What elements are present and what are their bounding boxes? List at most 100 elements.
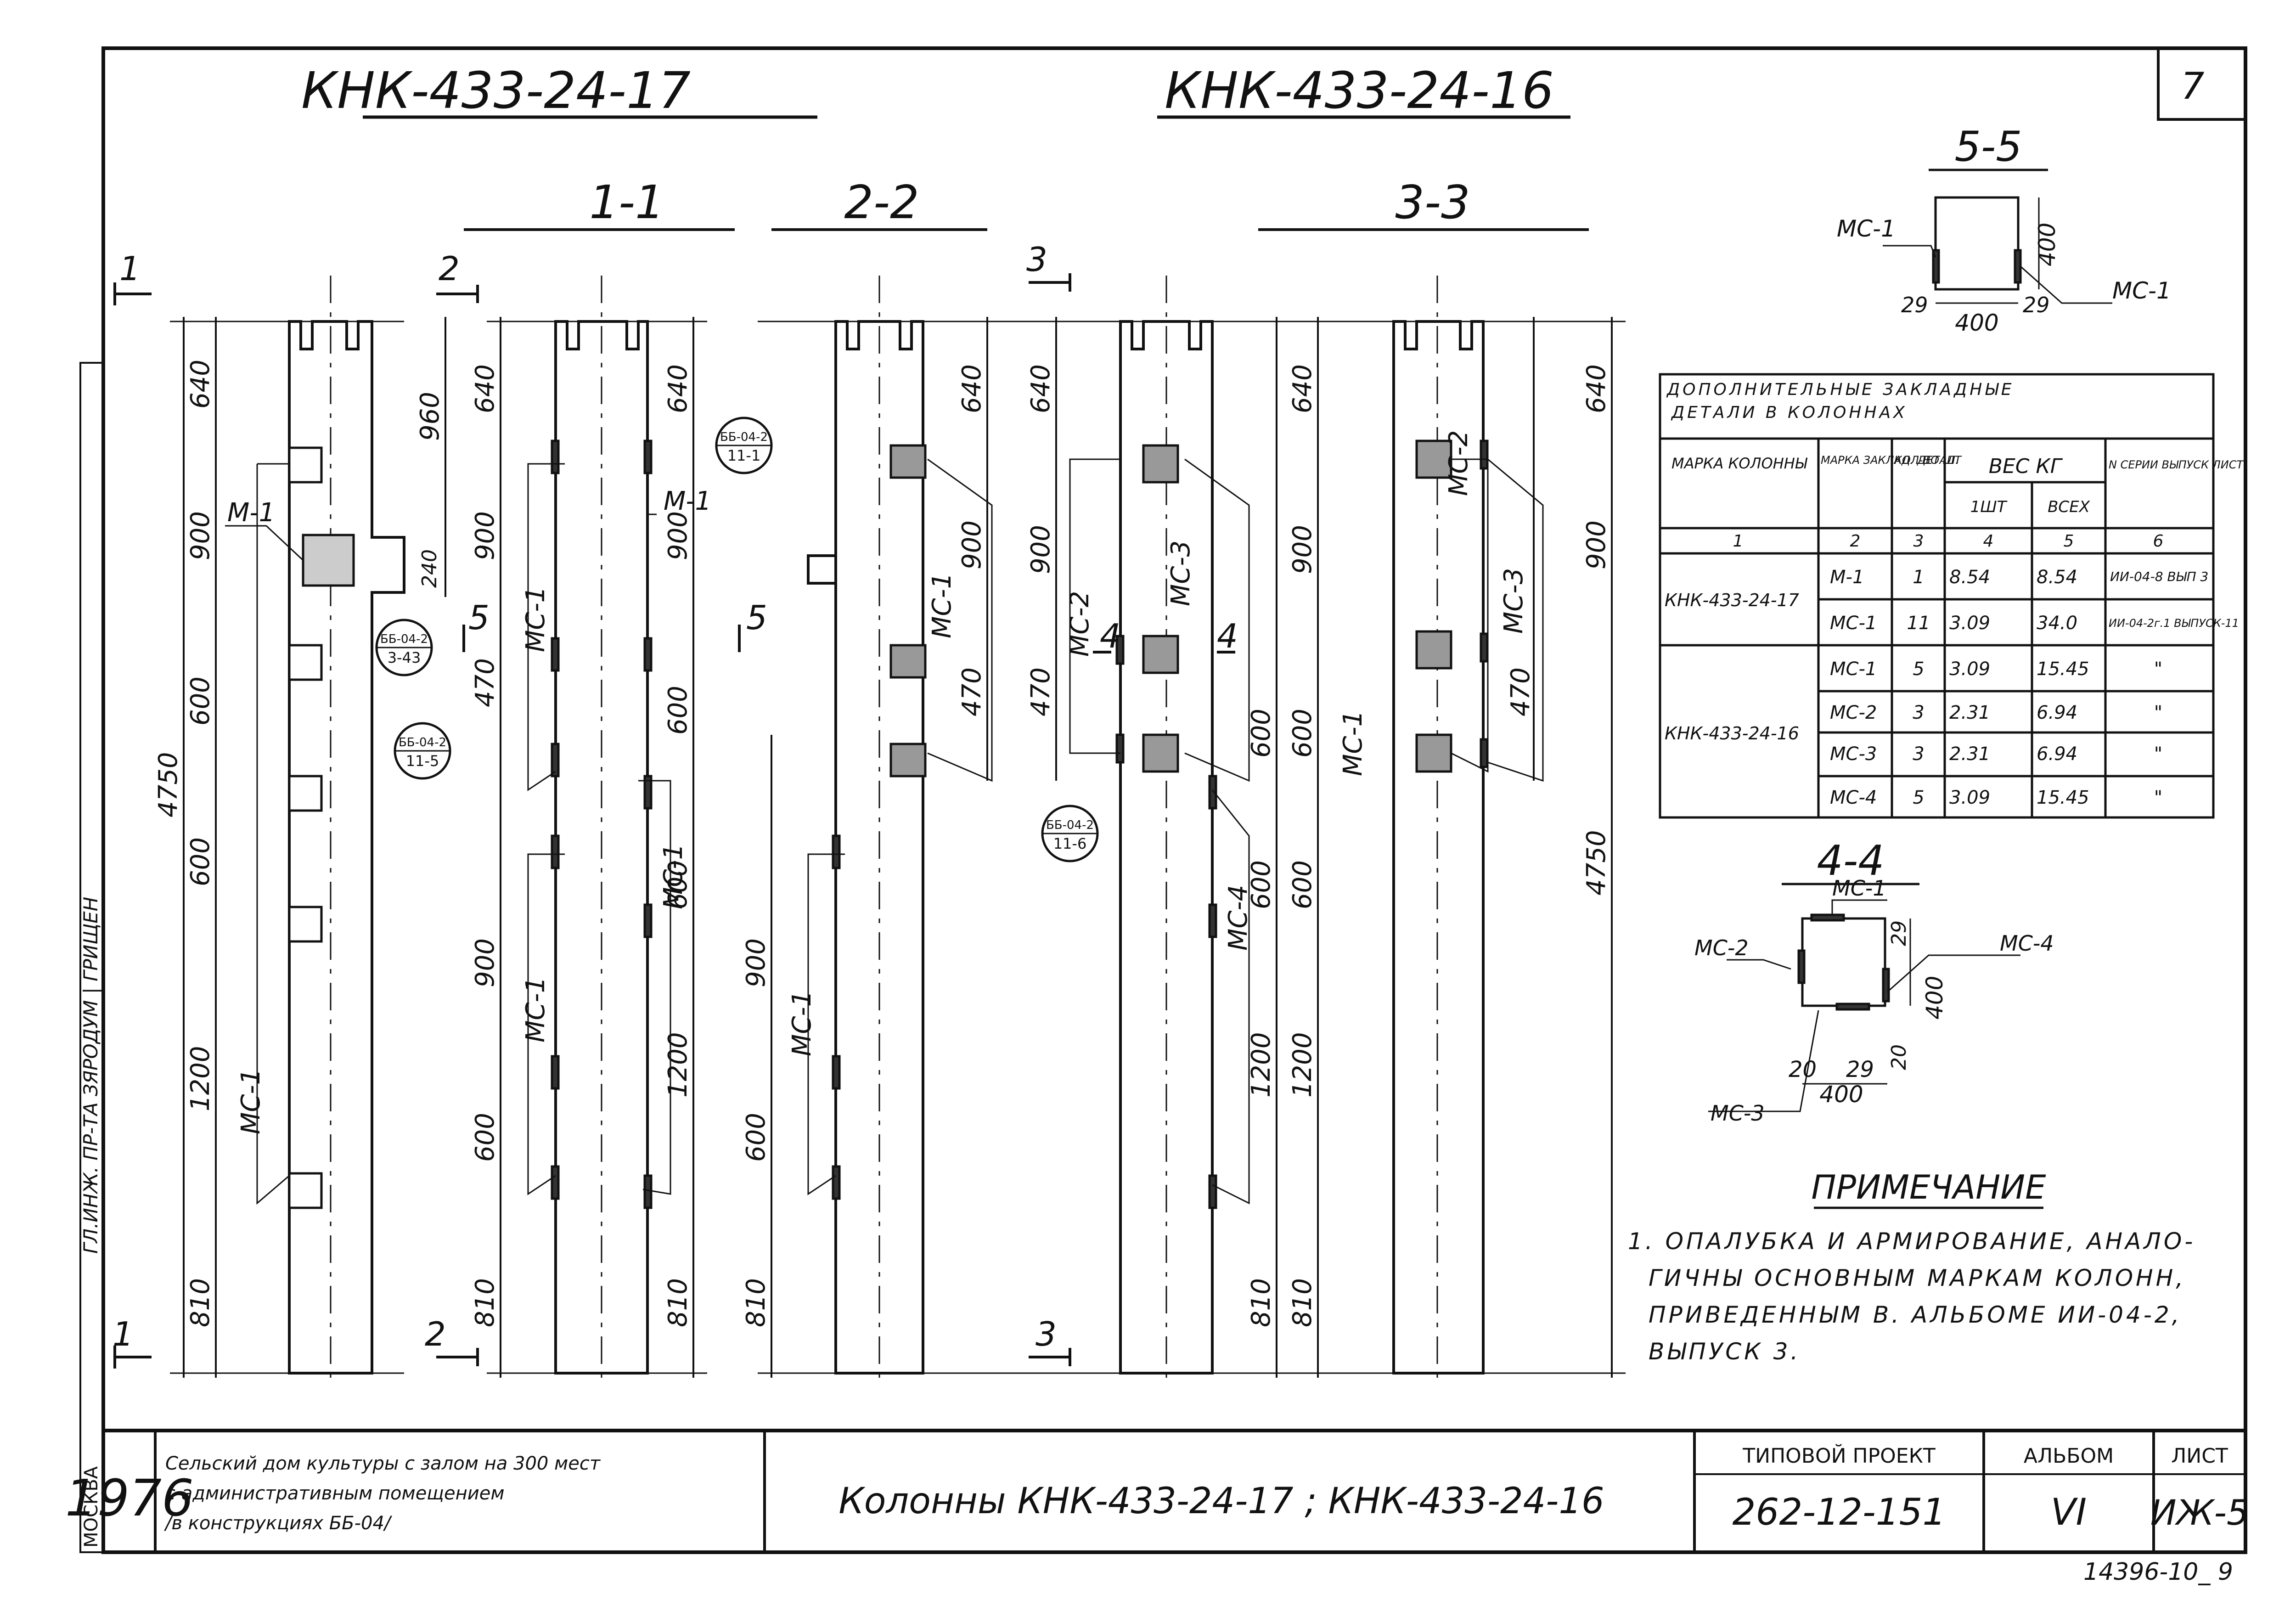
table-col-number: 6: [2153, 532, 2164, 551]
table-row-series: ": [2154, 702, 2162, 723]
table-row-w1: 2.31: [1949, 702, 1990, 723]
ref-bubble-1-top: ББ-04-2: [720, 430, 768, 444]
table-row-count: 3: [1913, 744, 1924, 765]
table-row-wall: 15.45: [2037, 787, 2089, 808]
label-mc1: МС-1: [658, 844, 688, 909]
section-title-3-3: 3-3: [1395, 175, 1470, 229]
table-header-w1: 1ШТ: [1970, 498, 2008, 516]
reference-bubble-texts: ББ-04-2 11-1 ББ-04-2 3-43 ББ-04-2 11-5 Б…: [380, 430, 1094, 852]
dim-900: 900: [741, 938, 771, 987]
embedded-plates: [288, 439, 1489, 1209]
cut-labels: 1 1 2 2 3 3 4 4 5 5: [113, 240, 1238, 1353]
dim-overall-height: 4750: [1581, 830, 1611, 896]
dim-810: 810: [470, 1278, 500, 1327]
plate: [288, 1172, 323, 1209]
column-headers: КНК-433-24-17 КНК-433-24-16: [301, 61, 1570, 120]
cut-label-1: 1: [113, 1315, 134, 1353]
s44-left: МС-2: [1694, 935, 1749, 960]
sheet-number: 7: [2181, 65, 2205, 107]
dim-640: 640: [1288, 364, 1317, 413]
table-row-count: 3: [1913, 702, 1924, 723]
dim-470: 470: [1506, 667, 1536, 716]
label-mc1: МС-1: [1338, 710, 1368, 776]
dim-640: 640: [1581, 364, 1611, 413]
s44-dim-20b: 20: [1887, 1044, 1911, 1070]
table-col-number: 5: [2064, 532, 2074, 551]
title-project-line-3: /в конструкциях ББ-04/: [164, 1513, 393, 1534]
dim-1200: 1200: [186, 1046, 215, 1111]
label-m1: М-1: [227, 498, 275, 528]
table-header-series: N СЕРИИ ВЫПУСК ЛИСТ: [2109, 458, 2244, 471]
title-block: 1976 Сельский дом культуры с залом на 30…: [65, 1443, 2249, 1534]
dim-470: 470: [957, 667, 987, 716]
table-col-number: 1: [1733, 532, 1744, 551]
header-right-mark: КНК-433-24-16: [1165, 61, 1554, 120]
dim-810: 810: [741, 1278, 771, 1327]
table-row-wall: 34.0: [2037, 613, 2077, 634]
dim-810: 810: [1288, 1278, 1317, 1327]
table-row-series: ": [2154, 744, 2162, 765]
side-strip: ГЛ.ИНЖ. ПР-ТА ЗЯРОДУМ | ГРИЩЕН МОСКВА: [79, 362, 104, 1553]
label-mc3: МС-3: [1166, 541, 1196, 606]
table-row-series: ": [2154, 659, 2162, 680]
table-row-detail: МС-2: [1830, 702, 1877, 723]
plate: [288, 644, 323, 681]
title-album-value: VI: [2051, 1491, 2087, 1533]
table-row-detail: МС-4: [1830, 787, 1877, 808]
plate: [889, 743, 927, 777]
table-row-w1: 3.09: [1949, 613, 1990, 634]
dim-240: 240: [418, 549, 441, 588]
cut-label-3: 3: [1035, 1315, 1057, 1353]
plate: [1415, 439, 1452, 479]
dim-600: 600: [186, 676, 215, 726]
dim-900: 900: [470, 511, 500, 560]
dim-600: 600: [663, 860, 693, 909]
table-header-weight: ВЕС КГ: [1989, 455, 2063, 478]
dim-600: 600: [741, 1113, 771, 1162]
table-row-count: 11: [1907, 613, 1930, 634]
title-sheet-value: ИЖ-5: [2150, 1492, 2249, 1533]
plate: [1142, 444, 1179, 484]
plate: [1415, 630, 1452, 670]
dim-810: 810: [186, 1278, 215, 1327]
table-row-w1: 3.09: [1949, 659, 1990, 680]
dim-810: 810: [1246, 1278, 1276, 1327]
notes-line-1: 1. ОПАЛУБКА И АРМИРОВАНИЕ, АНАЛО-: [1628, 1228, 2195, 1255]
cut-label-2: 2: [425, 1315, 446, 1353]
table-row-wall: 6.94: [2037, 702, 2077, 723]
table-header-count: КОЛ-ВО ШТ: [1894, 454, 1962, 467]
s44-bottom: МС-3: [1711, 1101, 1765, 1126]
section-title-5-5: 5-5: [1955, 123, 2022, 171]
plate: [288, 775, 323, 812]
cut-label-5: 5: [746, 598, 767, 637]
plate: [288, 446, 323, 484]
title-year: 1976: [65, 1469, 194, 1527]
cut-label-3: 3: [1026, 240, 1047, 279]
label-mc1: МС-1: [521, 977, 551, 1042]
notes-line-2: ГИЧНЫ ОСНОВНЫМ МАРКАМ КОЛОНН,: [1649, 1265, 2186, 1291]
label-mc1: МС-1: [521, 586, 551, 652]
plate: [1142, 733, 1179, 773]
dim-1200: 1200: [1288, 1032, 1317, 1098]
s55-label-right: МС-1: [2112, 277, 2171, 304]
table-row-detail: МС-1: [1830, 659, 1877, 680]
table-row-detail: МС-3: [1830, 744, 1877, 765]
title-sheet-label: ЛИСТ: [2171, 1444, 2228, 1468]
table-group-column: КНК-433-24-17: [1665, 590, 1799, 610]
archive-number: 14396-10_ 9: [2083, 1558, 2233, 1586]
dim-900: 900: [1026, 525, 1056, 574]
dim-600: 600: [1288, 709, 1317, 758]
dim-640: 640: [470, 364, 500, 413]
plate: [889, 444, 927, 479]
dim-640: 640: [186, 360, 215, 409]
s55-dim-height: 400: [2034, 223, 2060, 266]
reference-bubbles: [375, 417, 1099, 862]
dim-900: 900: [663, 511, 693, 560]
notes: ПРИМЕЧАНИЕ 1. ОПАЛУБКА И АРМИРОВАНИЕ, АН…: [1628, 1168, 2195, 1365]
cut-label-4: 4: [1100, 617, 1121, 655]
title-project-line-1: Сельский дом культуры с залом на 300 мес…: [165, 1453, 601, 1474]
ref-bubble-4-top: ББ-04-2: [1046, 818, 1094, 832]
dim-900: 900: [470, 938, 500, 987]
dimension-texts: 4750 4750 640 640 640 640 640 640 640 96…: [153, 360, 1611, 1327]
